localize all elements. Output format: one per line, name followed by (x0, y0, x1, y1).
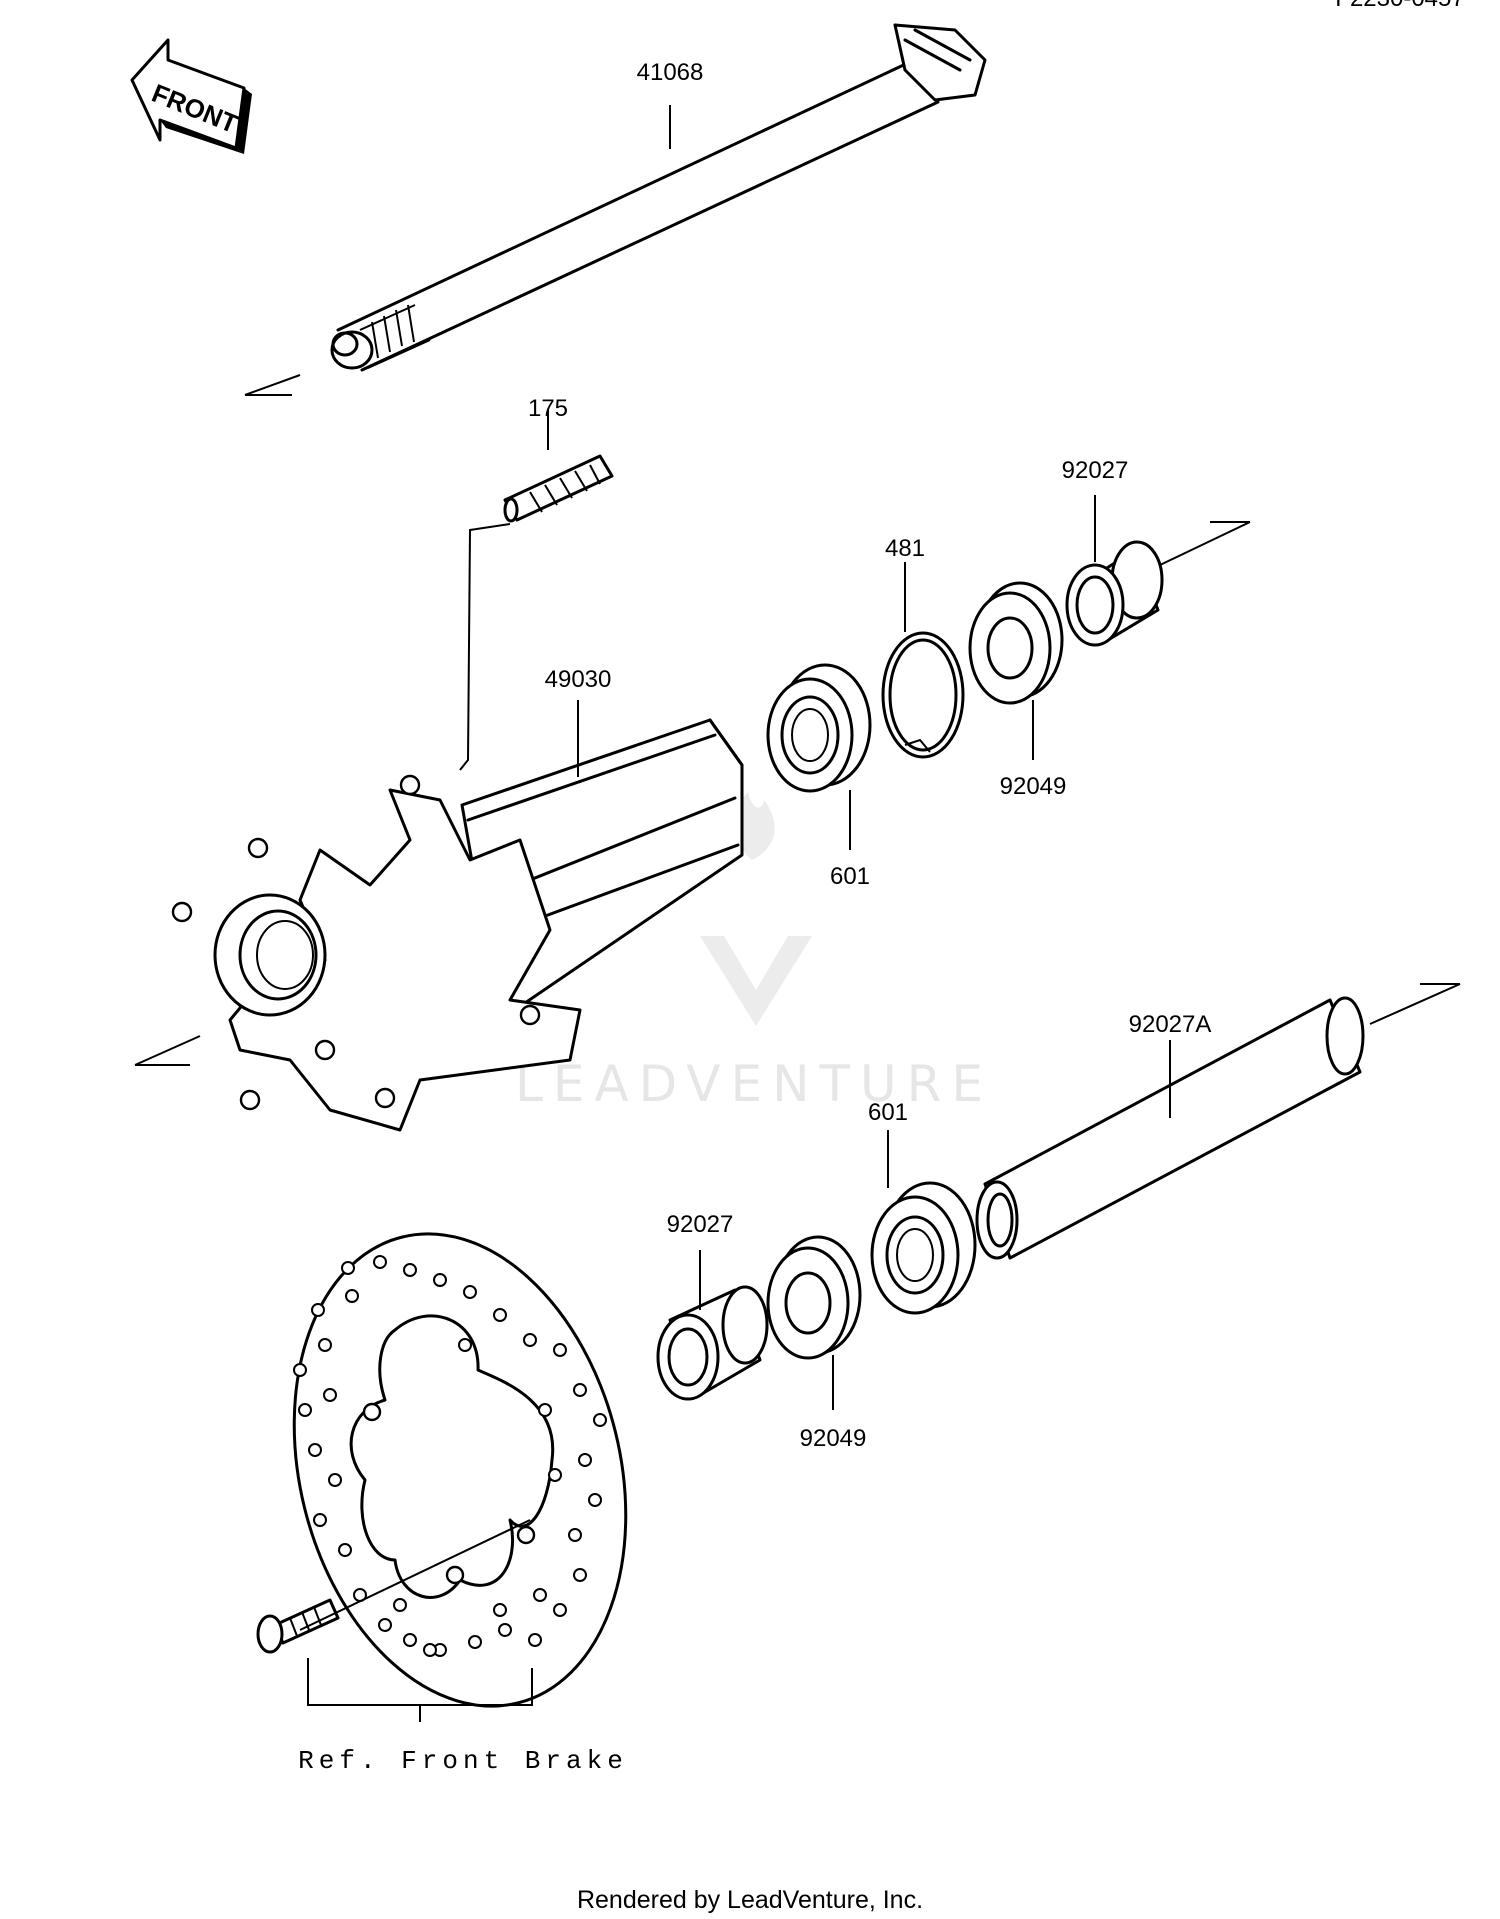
hub-part: 49030 (134, 666, 744, 1132)
label-seal-bottom: 92049 (800, 1425, 867, 1452)
label-collar-top: 92027 (1062, 457, 1129, 484)
spacer-part: 92027A (975, 983, 1461, 1260)
label-seal-top: 92049 (1000, 773, 1067, 800)
label-circlip: 481 (885, 535, 925, 562)
label-bearing-bottom: 601 (868, 1099, 908, 1126)
stud-part: 175 (459, 395, 614, 771)
label-bearing-top: 601 (830, 863, 870, 890)
footer-credit: Rendered by LeadVenture, Inc. (577, 1886, 923, 1914)
label-collar-bottom: 92027 (667, 1211, 734, 1238)
seal-top-part: 92049 (968, 581, 1067, 800)
watermark-flame-icon (733, 792, 775, 860)
brake-disc-part (292, 1232, 628, 1708)
circlip-part: 481 (881, 535, 965, 759)
seal-bottom-part: 92049 (766, 1235, 867, 1452)
reference-note: Ref. Front Brake (298, 1746, 628, 1776)
collar-bottom-part: 92027 (656, 1211, 769, 1401)
screw-part (256, 1598, 340, 1654)
reference-bracket: Ref. Front Brake (298, 1658, 628, 1776)
front-arrow-icon: FRONT (130, 38, 252, 154)
bearing-top-part: 601 (766, 663, 872, 890)
label-hub: 49030 (545, 666, 612, 693)
watermark-v-icon (700, 936, 812, 1026)
label-axle: 41068 (637, 59, 704, 86)
label-spacer: 92027A (1129, 1011, 1212, 1038)
bearing-bottom-part: 601 (868, 1099, 977, 1315)
axle-part: 41068 (244, 23, 987, 396)
label-stud: 175 (528, 395, 568, 422)
figure-code: F2230-0457 (1335, 0, 1464, 12)
collar-top-part: 92027 (1062, 457, 1251, 647)
leadventure-watermark: LEADVENTURE (515, 792, 993, 1113)
watermark-text: LEADVENTURE (515, 1055, 993, 1113)
